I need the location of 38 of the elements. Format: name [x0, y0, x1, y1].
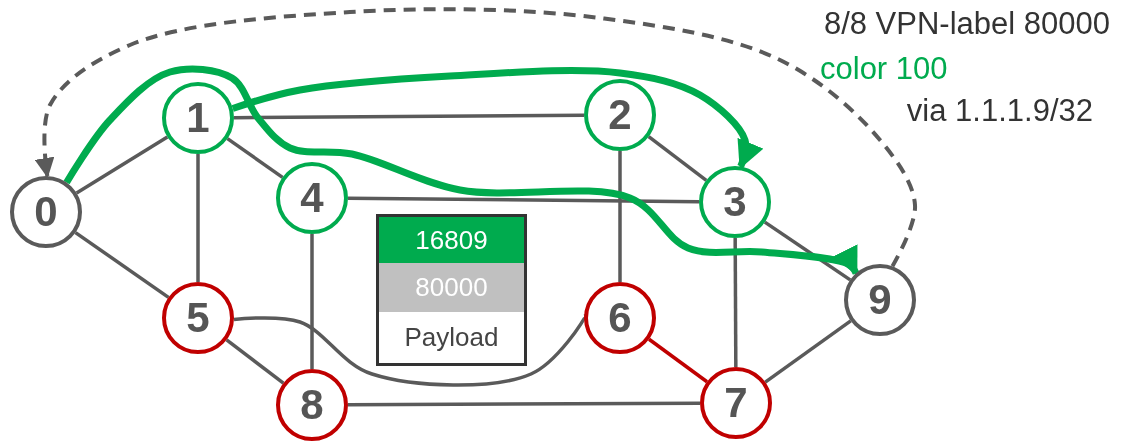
label-value: 80000 [415, 272, 488, 303]
node-number: 2 [608, 94, 632, 136]
dashed-arrow [34, 7, 917, 268]
node-number: 1 [186, 97, 210, 139]
node-number: 6 [608, 297, 632, 339]
link-line [310, 234, 314, 369]
link-line [648, 337, 708, 384]
link-line [647, 135, 708, 182]
label-value: Payload [404, 322, 499, 353]
node-number: 9 [868, 279, 892, 321]
link-line [234, 113, 584, 120]
annotation-text: color 100 [820, 53, 948, 84]
router-circle [162, 82, 234, 154]
label-value: 16809 [415, 224, 488, 256]
node-number: 0 [34, 191, 58, 233]
link-line [733, 238, 738, 367]
label-stack-row [376, 214, 527, 266]
link-line [763, 220, 852, 282]
link-line [225, 338, 285, 385]
link-line [226, 137, 284, 179]
link-line [348, 401, 700, 407]
node-number: 8 [300, 384, 324, 426]
annotation-text: 8/8 VPN-label 80000 [823, 8, 1110, 39]
link-line [348, 196, 699, 204]
link-line [74, 231, 170, 299]
label-stack-row [376, 263, 527, 315]
link-line [764, 319, 852, 384]
path-arrow [231, 67, 764, 170]
node-number: 3 [723, 181, 747, 223]
path-arrow [63, 65, 859, 276]
node-number: 5 [186, 297, 210, 339]
node-number: 7 [724, 382, 748, 424]
link-line [196, 154, 200, 282]
node-number: 4 [300, 177, 324, 219]
annotation-text: via 1.1.1.9/32 [906, 95, 1093, 126]
link-line [618, 151, 622, 282]
link-line [75, 135, 169, 195]
label-stack-row [376, 312, 527, 366]
